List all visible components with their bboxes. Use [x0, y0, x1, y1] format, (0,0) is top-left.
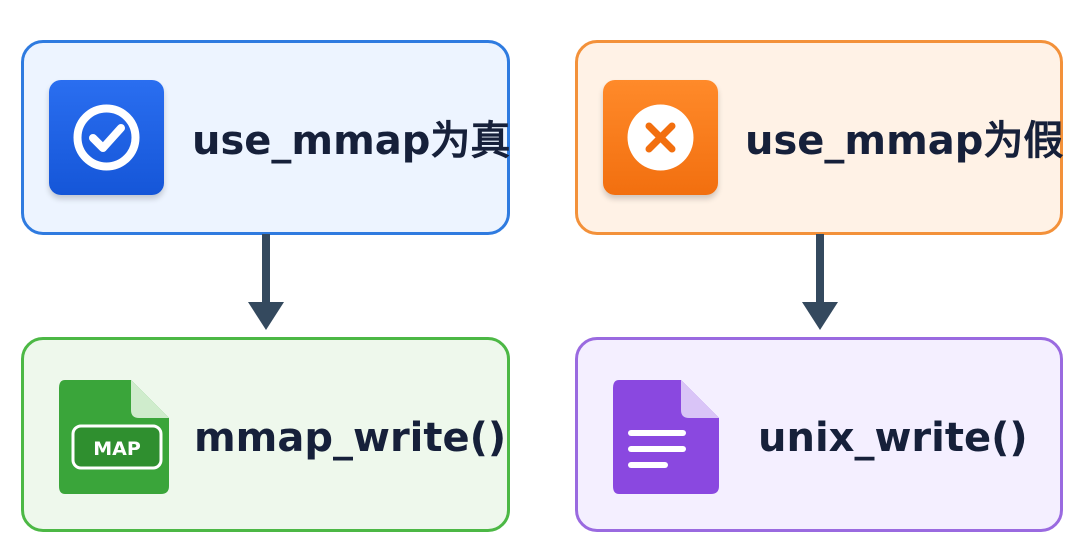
node-label: use_mmap为假 [745, 118, 1064, 164]
node-label: unix_write() [758, 415, 1028, 461]
node-label: use_mmap为真 [192, 118, 511, 164]
node-label: mmap_write() [194, 415, 507, 461]
check-circle-icon [49, 80, 164, 195]
map-file-icon: MAP [59, 380, 169, 494]
node-use-mmap-false: use_mmap为假 [575, 40, 1063, 235]
x-circle-icon [603, 80, 718, 195]
arrow-true-to-mmap-write [248, 234, 284, 330]
node-unix-write: unix_write() [575, 337, 1063, 532]
map-badge-text: MAP [93, 438, 141, 460]
arrow-false-to-unix-write [802, 234, 838, 330]
node-use-mmap-true: use_mmap为真 [21, 40, 510, 235]
document-icon [613, 380, 719, 494]
node-mmap-write: MAP mmap_write() [21, 337, 510, 532]
